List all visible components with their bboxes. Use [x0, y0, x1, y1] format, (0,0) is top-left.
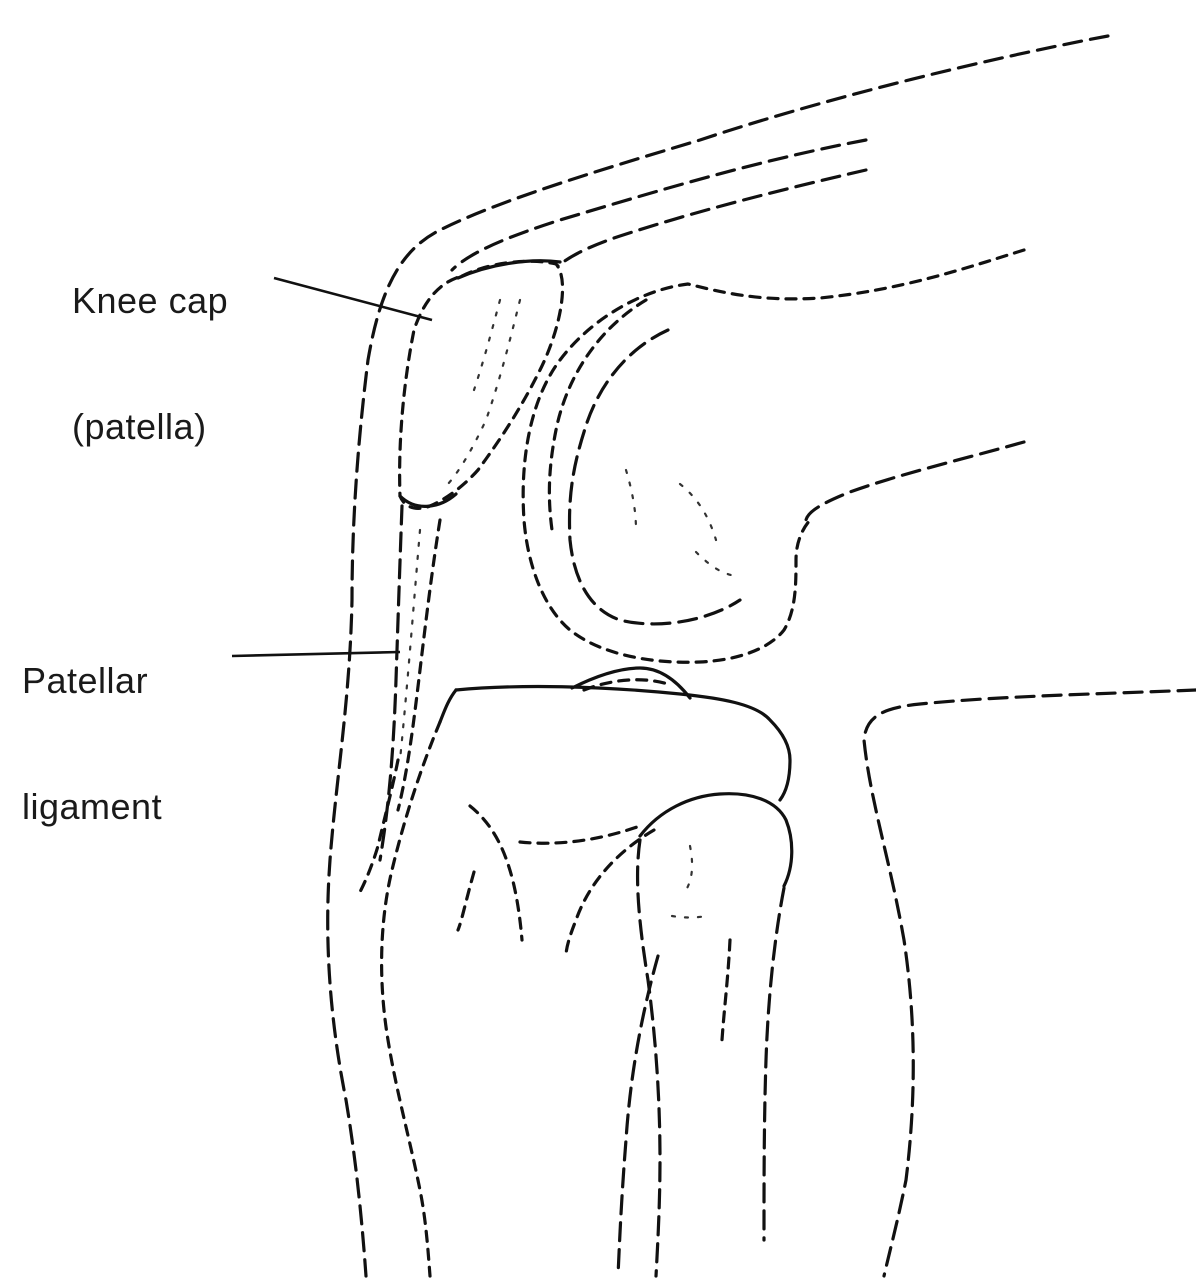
fibula-head [640, 794, 792, 886]
kneecap-label-line2: (patella) [72, 406, 228, 448]
patella-inner-texture [448, 300, 520, 484]
tibial-tuberosity [360, 760, 398, 892]
femur-front-outline [523, 250, 1024, 662]
fibula-texture-2 [672, 916, 706, 918]
ligament-leader-line [232, 652, 400, 656]
quadriceps-tendon-upper [452, 140, 866, 270]
femur-back-outline [806, 442, 1024, 520]
fibula-back-shaft [764, 888, 784, 1240]
patella-outline [400, 261, 563, 508]
ligament-label-line2: ligament [22, 786, 162, 828]
calf-outline [864, 690, 1196, 1276]
condyle-inner-arc [570, 330, 740, 624]
kneecap-label: Knee cap (patella) [72, 196, 228, 532]
quadriceps-tendon-lower [558, 170, 866, 266]
tibia-plateau [456, 687, 790, 800]
patella-top-edge [458, 261, 560, 278]
ligament-label: Patellar ligament [22, 576, 162, 912]
patella-inner-texture-2 [474, 300, 500, 390]
thigh-skin-outline [328, 36, 1108, 1276]
tibia-front-outline [382, 722, 440, 1276]
condyle-texture-3 [626, 470, 636, 530]
tibia-shaft-mid [722, 940, 730, 1040]
kneecap-leader-line [274, 278, 432, 320]
tibia-front-top [440, 690, 456, 722]
ligament-label-line1: Patellar [22, 660, 162, 702]
condyle-texture-2 [696, 552, 736, 576]
condyle-texture [680, 484, 716, 540]
ligament-texture [400, 530, 420, 760]
fibula-texture [686, 846, 692, 890]
tibia-inner-mark [458, 872, 474, 930]
tibia-spine [520, 826, 640, 843]
kneecap-label-line1: Knee cap [72, 280, 228, 322]
tibia-inner-left [470, 806, 522, 940]
fibula-front-shaft [638, 840, 660, 1276]
patellar-ligament-back [398, 520, 440, 810]
